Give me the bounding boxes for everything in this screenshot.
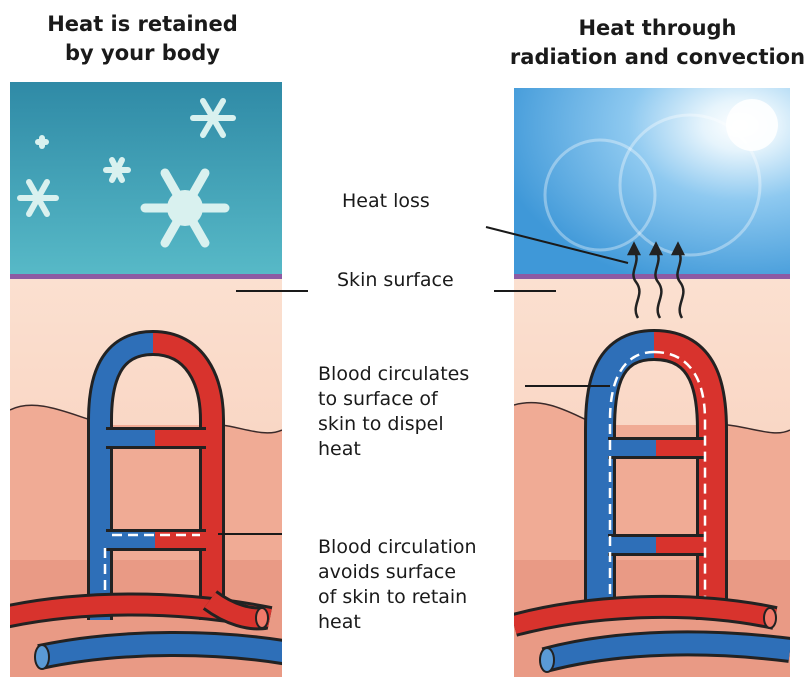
blood-avoid-label: Blood circulation avoids surface of skin… — [318, 535, 477, 635]
heat-loss-label: Heat loss — [342, 189, 430, 214]
sun-icon — [726, 99, 778, 151]
right-panel — [514, 88, 790, 677]
cold-sky — [10, 82, 282, 274]
skin-surface-label: Skin surface — [337, 268, 454, 293]
skin-surface-line — [10, 274, 282, 279]
left-panel — [0, 82, 300, 677]
blood-surface-label: Blood circulates to surface of skin to d… — [318, 362, 469, 462]
skin-surface-line — [514, 274, 790, 279]
snowflake-core — [167, 190, 203, 226]
